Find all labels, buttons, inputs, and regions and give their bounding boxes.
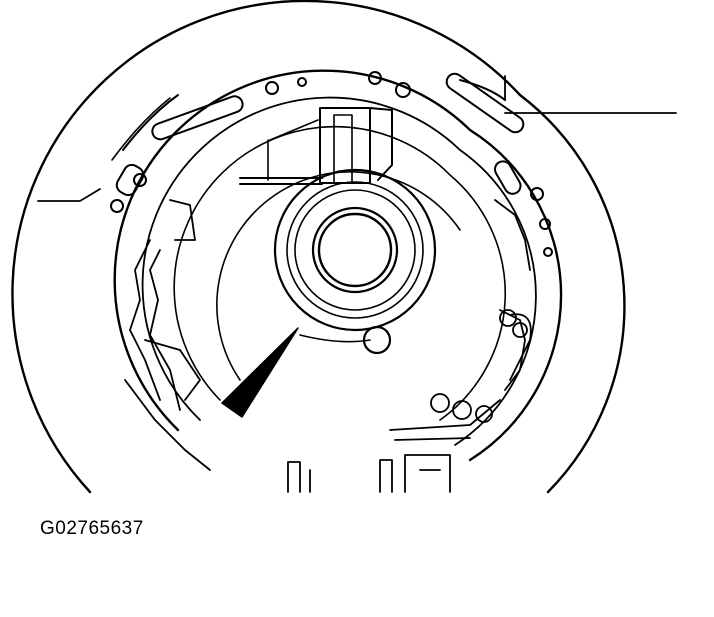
drum-housing bbox=[113, 69, 563, 462]
pointer-arrow bbox=[221, 327, 299, 418]
right-spring-details bbox=[389, 199, 532, 441]
figure-id-label: G02765637 bbox=[40, 518, 144, 539]
center-hub bbox=[273, 168, 437, 355]
component-line-drawing bbox=[11, 0, 677, 494]
left-clip-details bbox=[124, 199, 211, 471]
leader-lines bbox=[37, 75, 677, 202]
bottom-tabs bbox=[287, 454, 451, 493]
top-bracket bbox=[239, 107, 393, 185]
slot-ring bbox=[110, 71, 553, 257]
outer-housing bbox=[11, 0, 626, 494]
